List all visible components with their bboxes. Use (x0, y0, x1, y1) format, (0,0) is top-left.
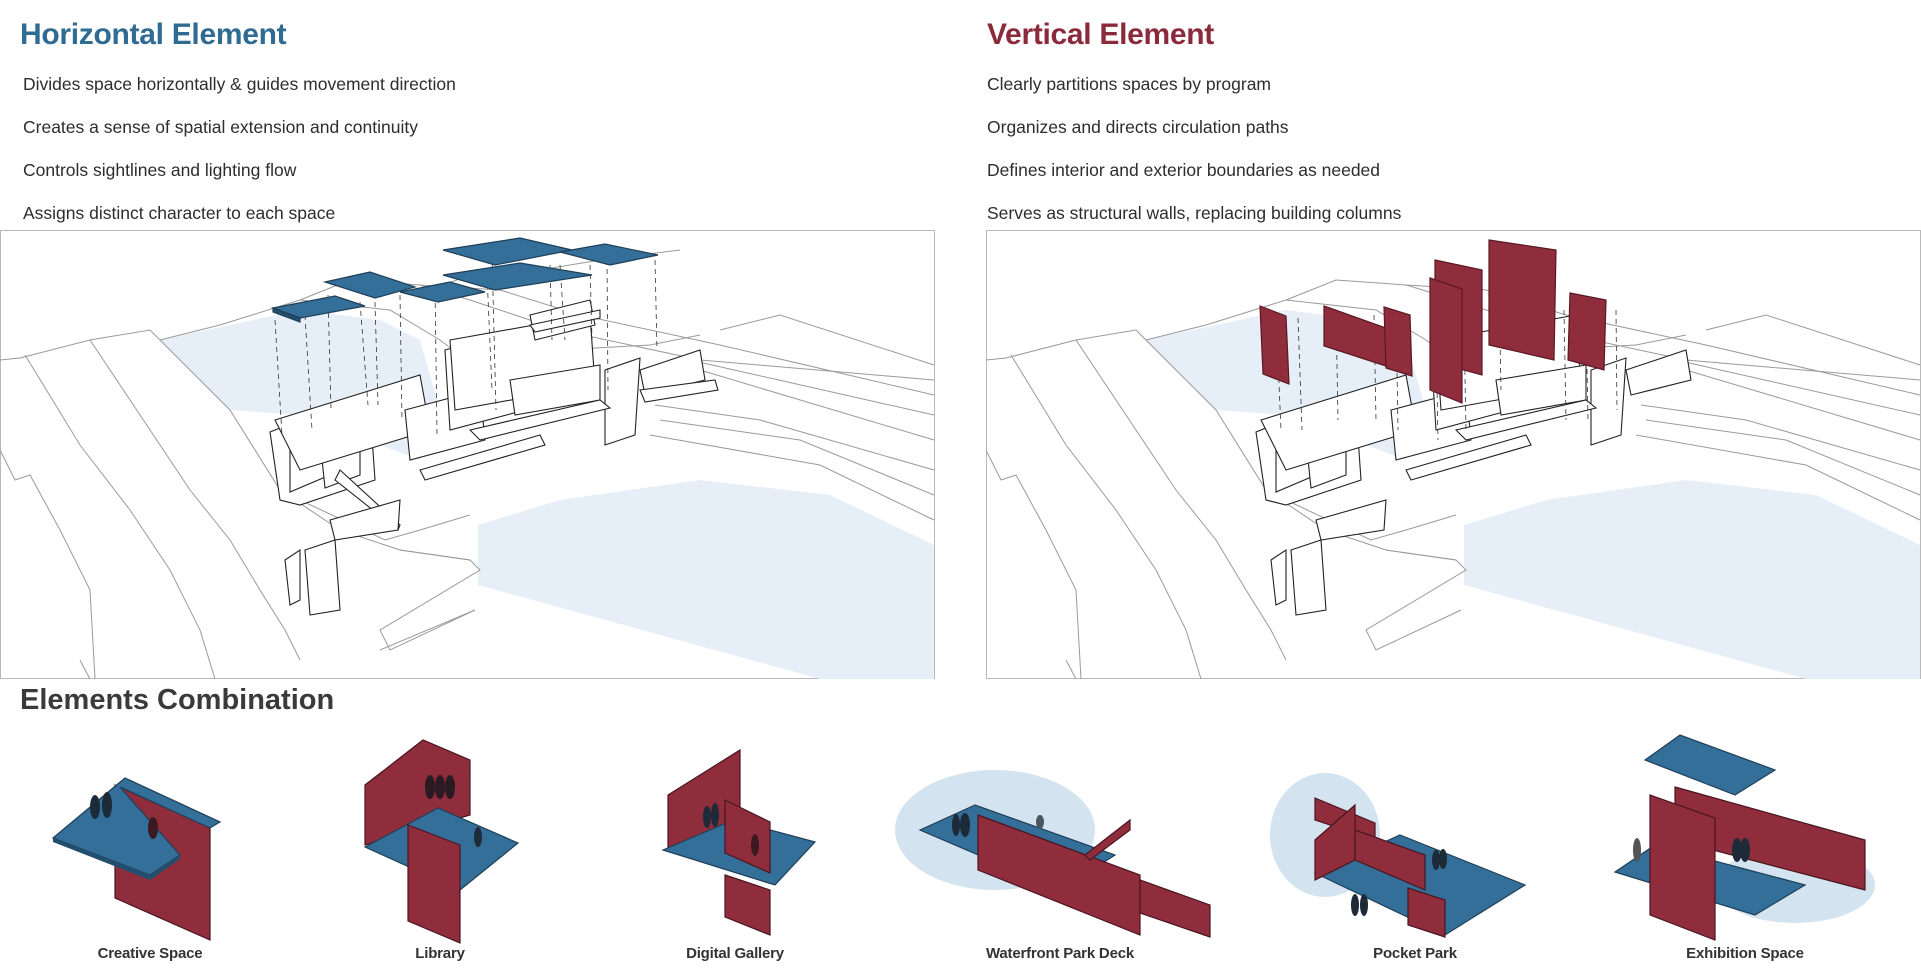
vertical-bullet: Organizes and directs circulation paths (987, 117, 1289, 137)
wall (1383, 306, 1413, 377)
combo-label: Digital Gallery (686, 945, 784, 962)
site-drawing-horizontal (0, 230, 935, 679)
combo-waterfront-park-deck: Waterfront Park Deck (880, 725, 1240, 977)
combo-label: Exhibition Space (1686, 945, 1804, 962)
combo-label: Creative Space (97, 945, 203, 962)
slab (442, 262, 593, 291)
vertical-element-title: Vertical Element (987, 18, 1214, 51)
waterfront-park-deck-diagram (895, 770, 1211, 938)
horizontal-bullet: Creates a sense of spatial extension and… (23, 117, 418, 137)
wall (724, 874, 771, 936)
library-diagram (363, 739, 520, 944)
building-massing (269, 299, 719, 616)
wall (724, 799, 771, 874)
combo-label: Library (415, 945, 465, 962)
people-icon (425, 775, 482, 847)
site-drawing-vertical (986, 230, 1921, 679)
people-icon (1351, 849, 1447, 916)
pocket-park-diagram (1270, 773, 1527, 938)
horizontal-element-list: Divides space horizontally & guides move… (23, 72, 456, 244)
wall (1567, 292, 1607, 371)
combo-creative-space: Creative Space (0, 725, 300, 977)
horizontal-bullet: Divides space horizontally & guides move… (23, 74, 456, 94)
vertical-bullet: Serves as structural walls, replacing bu… (987, 203, 1402, 223)
elements-combination-title: Elements Combination (20, 684, 335, 716)
combo-exhibition-space: Exhibition Space (1595, 725, 1895, 977)
slab (322, 271, 418, 299)
water-south (1464, 480, 1920, 679)
people-icon (952, 813, 1044, 837)
site-base (0, 230, 935, 679)
wall (1084, 818, 1131, 861)
slab (399, 281, 486, 303)
panel-frame (0, 230, 935, 679)
combo-library: Library (290, 725, 590, 977)
wall (407, 824, 461, 944)
wall (1649, 794, 1716, 941)
horizontal-element-title: Horizontal Element (20, 18, 287, 51)
vertical-walls (1259, 239, 1607, 404)
horizontal-slabs (270, 237, 659, 323)
horizontal-bullet: Assigns distinct character to each space (23, 203, 336, 223)
wall (1259, 305, 1290, 385)
wall (1407, 887, 1446, 938)
combo-digital-gallery: Digital Gallery (585, 725, 885, 977)
water-south (478, 480, 934, 679)
people-icon (703, 803, 759, 856)
people-icon (1633, 838, 1750, 862)
wall (1429, 277, 1463, 404)
vertical-axonometric-diagram (986, 230, 1921, 679)
horizontal-bullet: Controls sightlines and lighting flow (23, 160, 297, 180)
wall (1354, 829, 1426, 891)
combo-pocket-park: Pocket Park (1265, 725, 1565, 977)
wall (1139, 879, 1211, 938)
vertical-element-list: Clearly partitions spaces by program Org… (987, 72, 1401, 244)
vertical-bullet: Clearly partitions spaces by program (987, 74, 1272, 94)
horizontal-axonometric-diagram (0, 230, 935, 679)
slab (1643, 734, 1777, 796)
digital-gallery-diagram (661, 748, 817, 936)
combo-label: Waterfront Park Deck (986, 945, 1134, 962)
slab (442, 237, 573, 266)
people-icon (90, 792, 158, 839)
vertical-bullet: Defines interior and exterior boundaries… (987, 160, 1381, 180)
slab (559, 243, 659, 266)
wall (1488, 239, 1557, 361)
creative-space-diagram (51, 777, 222, 941)
exhibition-space-diagram (1613, 734, 1875, 941)
combo-label: Pocket Park (1373, 945, 1457, 962)
